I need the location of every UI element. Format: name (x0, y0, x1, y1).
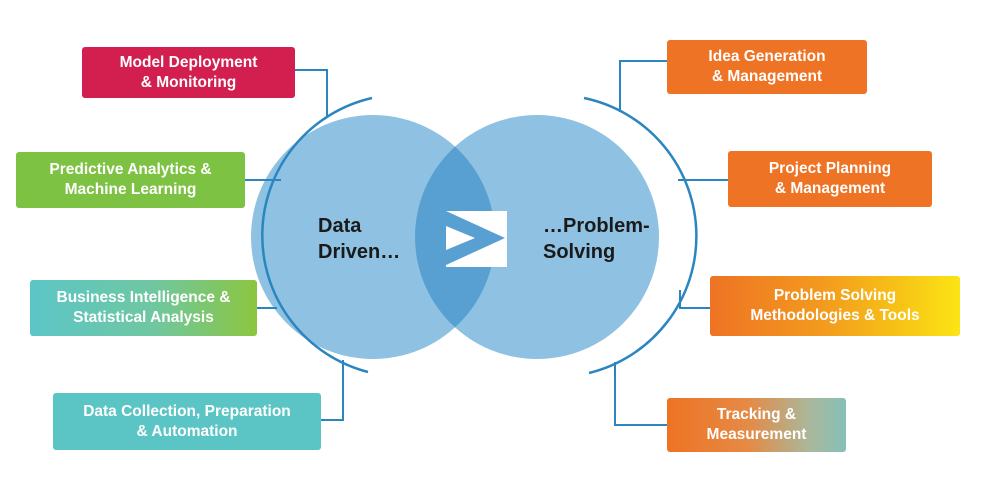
box-label-line: Measurement (706, 426, 807, 443)
box-label-line: & Automation (136, 422, 238, 440)
box-label-line: & Management (711, 68, 823, 85)
box-data-collection: Data Collection, Preparation & Automatio… (53, 393, 321, 450)
box-label-line: Idea Generation (708, 48, 826, 65)
box-label-line: & Monitoring (140, 73, 237, 91)
box-label-line: Statistical Analysis (73, 309, 214, 326)
box-label-line: Machine Learning (64, 181, 197, 198)
right-outer-arc (583, 96, 698, 375)
box-label-line: Data Collection, Preparation (83, 402, 291, 420)
connector-data-collection (321, 360, 344, 421)
box-problem-solving-methodologies: Problem Solving Methodologies & Tools (710, 276, 960, 336)
box-label-line: Methodologies & Tools (750, 307, 920, 324)
data-driven-line: Data (318, 215, 362, 237)
circle-overlap (415, 115, 495, 359)
box-tracking-measurement: Tracking & Measurement (667, 398, 846, 452)
connector-tracking (614, 362, 667, 426)
box-idea-generation: Idea Generation & Management (667, 40, 867, 94)
problem-solving-line: Solving (543, 241, 616, 263)
box-label-line: Problem Solving (773, 287, 897, 304)
box-label-line: Model Deployment (119, 53, 258, 71)
box-label-line: Business Intelligence & (56, 289, 231, 306)
left-outer-arc (261, 96, 373, 374)
box-label-line: Project Planning (768, 160, 892, 177)
box-predictive-analytics: Predictive Analytics & Machine Learning (16, 152, 245, 208)
box-model-deployment: Model Deployment & Monitoring (82, 47, 295, 98)
data-driven-line: Driven… (318, 241, 401, 263)
data-driven-label: Data Driven… (318, 213, 400, 265)
box-project-planning: Project Planning & Management (728, 151, 932, 207)
connector-idea-generation (619, 60, 667, 112)
play-chevron-icon (446, 211, 507, 267)
box-business-intelligence: Business Intelligence & Statistical Anal… (30, 280, 257, 336)
box-label-line: & Management (774, 180, 886, 197)
problem-solving-line: …Problem- (543, 215, 650, 237)
problem-solving-label: …Problem- Solving (543, 213, 650, 265)
connector-model-deployment (295, 69, 328, 117)
box-label-line: Tracking & (716, 406, 797, 423)
box-label-line: Predictive Analytics & (49, 161, 212, 178)
connector-problem-solving-methods (679, 290, 710, 309)
